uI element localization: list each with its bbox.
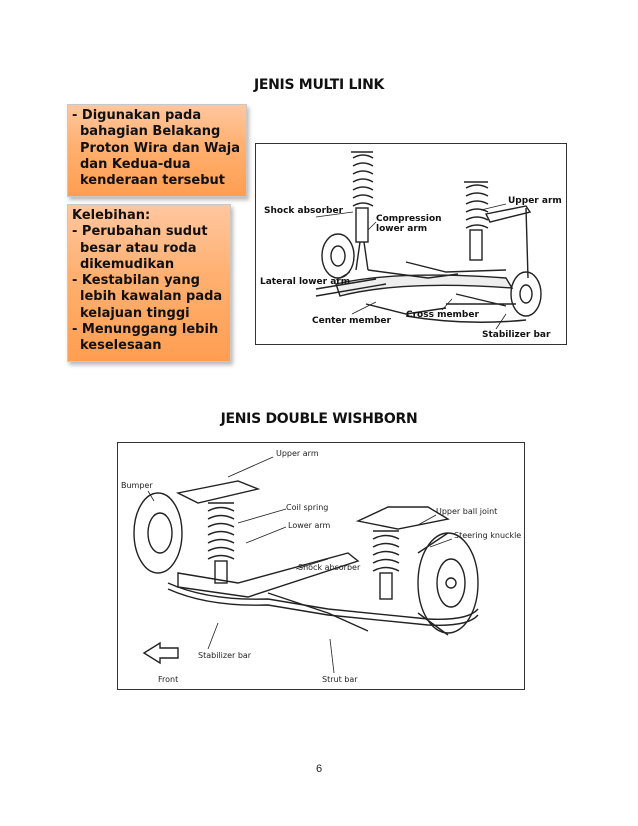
- advantage-line: keselesaan: [80, 338, 162, 354]
- label-lower-arm: Lower arm: [288, 521, 331, 530]
- usage-line: Proton Wira dan Waja: [80, 140, 241, 156]
- advantage-line: - Kestabilan yang: [72, 273, 200, 289]
- label-steering-knuckle: Steering knuckle: [454, 531, 522, 540]
- advantage-line: dikemudikan: [80, 256, 175, 272]
- usage-line: kenderaan tersebut: [80, 173, 225, 189]
- label-lower-arm: lower arm: [376, 224, 428, 234]
- label-bumper: Bumper: [121, 481, 153, 490]
- label-front: Front: [158, 675, 179, 684]
- label-lateral-lower-arm: Lateral lower arm: [260, 277, 351, 287]
- double-wishborn-title: JENIS DOUBLE WISHBORN: [220, 411, 418, 427]
- advantage-line: - Menunggang lebih: [72, 322, 219, 338]
- multi-link-title: JENIS MULTI LINK: [253, 77, 385, 93]
- label-upper-arm: Upper arm: [508, 196, 562, 206]
- label-shock-absorber: Shock absorber: [264, 206, 344, 216]
- label-center-member: Center member: [312, 316, 391, 326]
- label-shock-absorber: Shock absorber: [298, 563, 361, 572]
- page-number: 6: [315, 763, 323, 775]
- label-coil-spring: Coil spring: [286, 503, 329, 512]
- multi-link-suspension-diagram: Shock absorber Upper arm Compression low…: [255, 143, 567, 345]
- advantage-line: besar atau roda: [80, 240, 197, 256]
- label-upper-arm: Upper arm: [276, 449, 319, 458]
- double-wishbone-suspension-diagram: Upper arm Bumper Coil spring Lower arm U…: [117, 442, 525, 690]
- advantage-line: - Perubahan sudut: [72, 224, 208, 240]
- label-strut-bar: Strut bar: [322, 675, 358, 684]
- usage-line: dan Kedua-dua: [80, 156, 191, 172]
- usage-line: bahagian Belakang: [80, 124, 221, 140]
- label-upper-ball-joint: Upper ball joint: [436, 507, 498, 516]
- usage-note-box: - Digunakan pada bahagian Belakang Proto…: [67, 104, 247, 197]
- multi-link-drawing: [315, 151, 542, 330]
- double-wishbone-drawing: [133, 456, 479, 674]
- label-compression: Compression: [376, 214, 442, 224]
- advantage-line: kelajuan tinggi: [80, 305, 190, 321]
- advantages-heading: Kelebihan:: [72, 208, 151, 223]
- advantages-box: Kelebihan: - Perubahan sudut besar atau …: [67, 204, 231, 362]
- advantage-line: lebih kawalan pada: [80, 289, 223, 305]
- usage-line: - Digunakan pada: [72, 108, 202, 123]
- label-stabilizer-bar: Stabilizer bar: [198, 651, 252, 660]
- label-stabilizer-bar: Stabilizer bar: [482, 330, 551, 340]
- label-cross-member: Cross member: [406, 310, 479, 320]
